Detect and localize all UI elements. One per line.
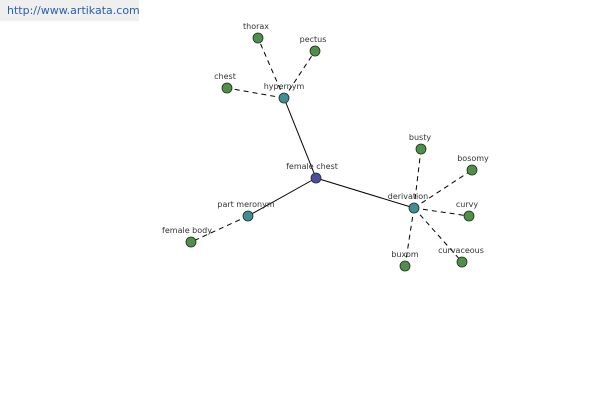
word-label-curvaceous[interactable]: curvaceous [438, 246, 484, 255]
word-label-female-body[interactable]: female body [162, 226, 212, 235]
relation-node-derivation[interactable] [408, 202, 420, 214]
word-label-pectus[interactable]: pectus [300, 35, 327, 44]
word-node-chest[interactable] [221, 82, 233, 94]
graph-nodes [185, 32, 478, 272]
word-label-busty[interactable]: busty [409, 133, 431, 142]
edge-root-derivation [315, 177, 415, 209]
word-node-busty[interactable] [415, 143, 427, 155]
word-node-buxom[interactable] [399, 260, 411, 272]
edge-hypernym-pectus [283, 50, 316, 99]
relation-label-hypernym[interactable]: hypernym [264, 82, 305, 91]
root-label-female-chest[interactable]: female chest [286, 162, 338, 171]
word-node-curvaceous[interactable] [456, 256, 468, 268]
edge-part-meronym-female-body [190, 215, 249, 243]
word-node-female-body[interactable] [185, 236, 197, 248]
word-label-curvy[interactable]: curvy [456, 200, 478, 209]
word-label-bosomy[interactable]: bosomy [457, 154, 489, 163]
word-node-bosomy[interactable] [466, 164, 478, 176]
site-url-banner[interactable]: http://www.artikata.com [0, 0, 140, 21]
word-label-buxom[interactable]: buxom [391, 250, 419, 259]
relation-node-hypernym[interactable] [278, 92, 290, 104]
graph-labels: thorax pectus chest hypernym female body part… [162, 22, 489, 259]
edge-hypernym-thorax [257, 37, 285, 99]
word-node-thorax[interactable] [252, 32, 264, 44]
word-label-chest[interactable]: chest [214, 72, 236, 81]
edge-derivation-curvaceous [413, 207, 463, 263]
relation-label-derivation[interactable]: derivation [388, 192, 428, 201]
relation-label-part-meronym[interactable]: part meronym [217, 200, 274, 209]
word-label-thorax[interactable]: thorax [243, 22, 269, 31]
graph-edges [190, 37, 473, 267]
word-node-pectus[interactable] [309, 45, 321, 57]
relation-node-part-meronym[interactable] [242, 210, 254, 222]
root-node-female-chest[interactable] [310, 172, 322, 184]
edge-derivation-bosomy [413, 169, 473, 209]
edge-derivation-buxom [404, 207, 415, 267]
edge-root-part-meronym [247, 177, 317, 217]
edge-derivation-busty [413, 148, 422, 209]
edge-hypernym-chest [226, 87, 285, 99]
edge-derivation-curvy [413, 207, 470, 217]
word-node-curvy[interactable] [463, 210, 475, 222]
edge-root-hypernym [283, 97, 317, 179]
